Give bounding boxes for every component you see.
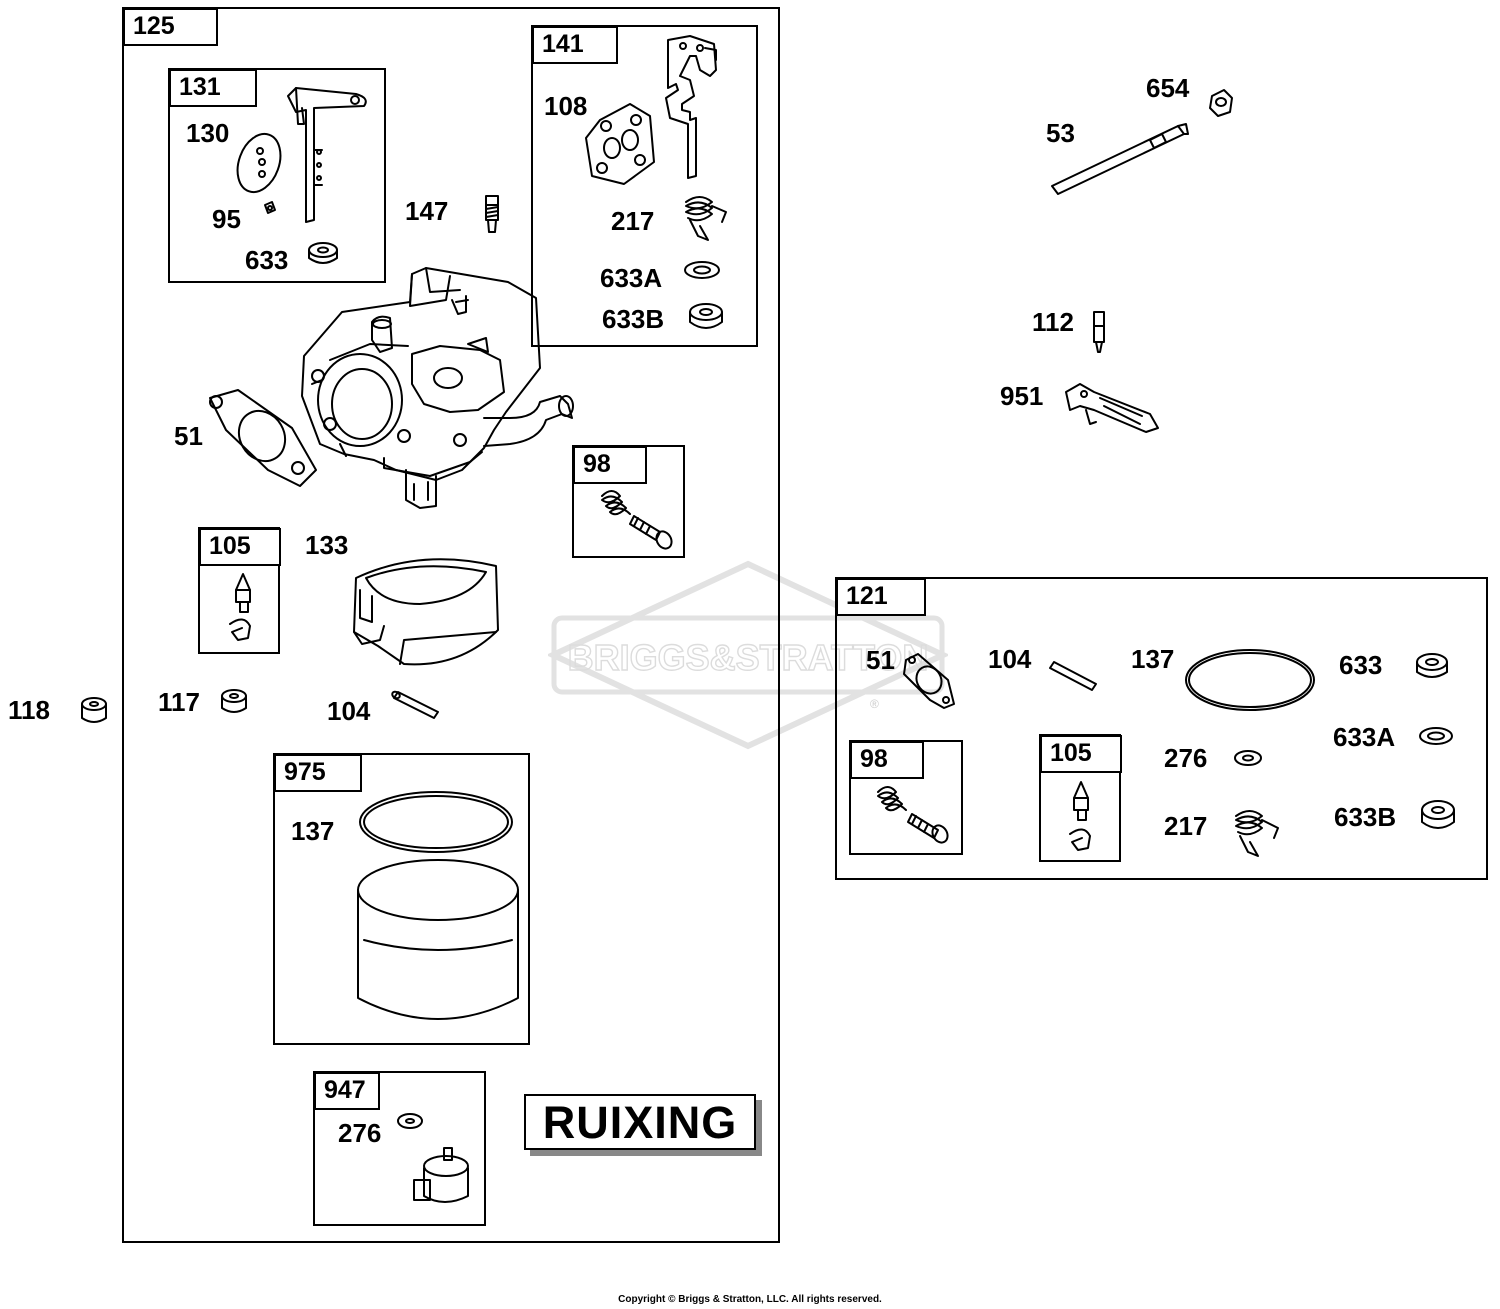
group-975-box: 975: [273, 753, 530, 1045]
kit-label-633A[interactable]: 633A: [1333, 722, 1396, 752]
kit-label-137[interactable]: 137: [1131, 644, 1175, 674]
screw-112-icon: [1093, 311, 1105, 353]
throttle-plate-icon: [236, 132, 282, 194]
kit-label-633[interactable]: 633: [1339, 650, 1383, 680]
solenoid-947-icon: [413, 1147, 469, 1203]
group-141-box: 141: [531, 25, 758, 347]
gasket-137-icon: [359, 791, 513, 853]
part-label-53[interactable]: 53: [1046, 118, 1075, 148]
group-125-tag[interactable]: 125: [123, 8, 218, 46]
group-98-tag[interactable]: 98: [573, 446, 647, 484]
washer-633A-icon: [684, 261, 720, 279]
group-131-tag[interactable]: 131: [169, 69, 257, 107]
kit-label-51[interactable]: 51: [866, 645, 895, 675]
seal-633B-icon: [689, 303, 723, 329]
group-125-box: 125: [122, 7, 780, 1243]
part-label-118[interactable]: 118: [8, 695, 50, 725]
part-label-117[interactable]: 117: [158, 687, 200, 717]
group-121-box: 121: [835, 577, 1488, 880]
nut-654-icon: [1209, 89, 1233, 117]
spring-217-icon: [685, 196, 727, 241]
part-label-217[interactable]: 217: [611, 206, 655, 236]
gasket-51-icon: [209, 389, 317, 487]
gasket-108-icon: [585, 103, 655, 185]
briggs-stratton-watermark: BRIGGS&STRATTON ®: [548, 560, 948, 750]
kit-needle-105-icon: [1069, 781, 1091, 851]
kit-label-104[interactable]: 104: [988, 644, 1032, 674]
spring-screw-98-icon: [601, 490, 673, 550]
float-needle-105-icon: [229, 573, 251, 641]
part-label-133[interactable]: 133: [305, 530, 349, 560]
group-975-tag[interactable]: 975: [274, 754, 362, 792]
part-label-112[interactable]: 112: [1032, 307, 1074, 337]
kit-gasket-137-icon: [1185, 649, 1315, 711]
screw-95-icon: [264, 201, 276, 214]
throttle-shaft-icon: [287, 87, 367, 223]
kit-label-633B[interactable]: 633B: [1334, 802, 1397, 832]
group-947-box: 947: [313, 1071, 486, 1226]
part-label-104[interactable]: 104: [327, 696, 371, 726]
nut-118-icon: [81, 697, 107, 723]
seal-633-icon: [308, 242, 338, 264]
kit-label-276[interactable]: 276: [1164, 743, 1208, 773]
group-121-105-tag[interactable]: 105: [1040, 735, 1122, 773]
copyright-notice: Copyright © Briggs & Stratton, LLC. All …: [618, 1294, 882, 1305]
pin-104-icon: [391, 690, 439, 719]
carburetor-body-icon: [301, 267, 574, 509]
group-121-98-box: 98: [849, 740, 963, 855]
idle-screw-147-icon: [485, 195, 499, 233]
kit-washer-276-icon: [1234, 750, 1262, 766]
kit-gasket-51-icon: [903, 653, 955, 709]
part-label-633A[interactable]: 633A: [600, 263, 663, 293]
bracket-951-icon: [1065, 383, 1159, 433]
nut-117-icon: [221, 689, 247, 713]
choke-shaft-icon: [665, 35, 717, 179]
group-105-tag[interactable]: 105: [199, 528, 281, 566]
part-label-137[interactable]: 137: [291, 816, 335, 846]
kit-spring-screw-98-icon: [877, 786, 949, 844]
washer-276-icon: [397, 1113, 423, 1129]
part-label-147[interactable]: 147: [405, 196, 449, 226]
group-98-box: 98: [572, 445, 685, 558]
part-label-951[interactable]: 951: [1000, 381, 1044, 411]
watermark-text: BRIGGS&STRATTON: [568, 637, 929, 678]
group-131-box: 131: [168, 68, 386, 283]
group-141-tag[interactable]: 141: [532, 26, 618, 64]
part-label-130[interactable]: 130: [186, 118, 230, 148]
kit-spring-217-icon: [1235, 810, 1279, 857]
kit-seal-633B-icon: [1421, 800, 1455, 829]
float-bowl-icon: [357, 859, 519, 1020]
kit-washer-633A-icon: [1419, 727, 1453, 745]
group-947-tag[interactable]: 947: [314, 1072, 380, 1110]
part-label-276[interactable]: 276: [338, 1118, 382, 1148]
kit-pin-104-icon: [1049, 661, 1097, 691]
part-label-633[interactable]: 633: [245, 245, 289, 275]
brand-label-box: RUIXING: [524, 1094, 756, 1150]
kit-seal-633-icon: [1416, 653, 1448, 678]
rod-53-icon: [1051, 123, 1189, 195]
part-label-633B[interactable]: 633B: [602, 304, 665, 334]
watermark-registered: ®: [870, 697, 879, 711]
part-label-51[interactable]: 51: [174, 421, 203, 451]
part-label-108[interactable]: 108: [544, 91, 588, 121]
float-133-icon: [353, 558, 499, 666]
group-105-box: 105: [198, 527, 281, 654]
group-121-98-tag[interactable]: 98: [850, 741, 924, 779]
group-121-105-box: 105: [1039, 734, 1122, 862]
part-label-95[interactable]: 95: [212, 204, 241, 234]
kit-label-217[interactable]: 217: [1164, 811, 1208, 841]
part-label-654[interactable]: 654: [1146, 73, 1190, 103]
group-121-tag[interactable]: 121: [836, 578, 926, 616]
